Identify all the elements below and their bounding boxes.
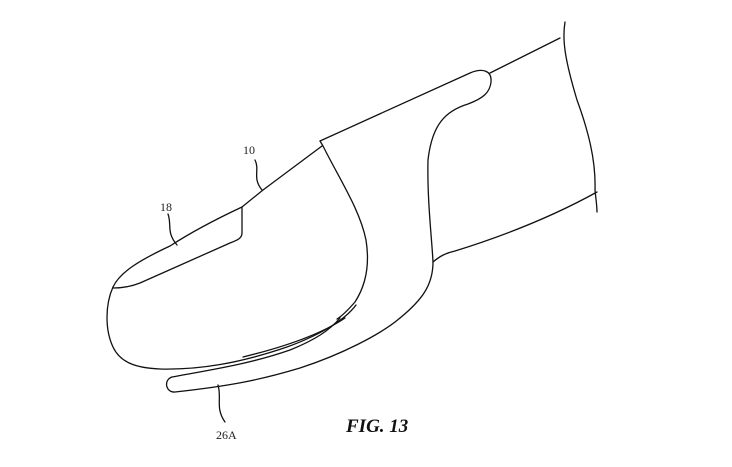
leader-10 <box>254 159 263 191</box>
label-10: 10 <box>243 143 255 157</box>
leader-18 <box>167 213 178 246</box>
finger-bottom-edge <box>432 191 598 263</box>
band-outline <box>319 69 492 319</box>
figure-caption: FIG. 13 <box>346 416 409 437</box>
finger-top-edge <box>489 37 561 74</box>
tab-26A-outline <box>165 317 401 393</box>
nail-top-edge <box>112 145 323 288</box>
fingertip-outline <box>106 286 357 370</box>
label-26A: 26A <box>216 428 237 442</box>
band-left-edge <box>319 140 369 320</box>
finger-right-cut-edge <box>563 21 598 213</box>
nail-bed-18 <box>112 206 243 289</box>
inner-contact-line <box>242 317 346 358</box>
leader-26A <box>217 384 226 423</box>
label-18: 18 <box>160 200 172 214</box>
